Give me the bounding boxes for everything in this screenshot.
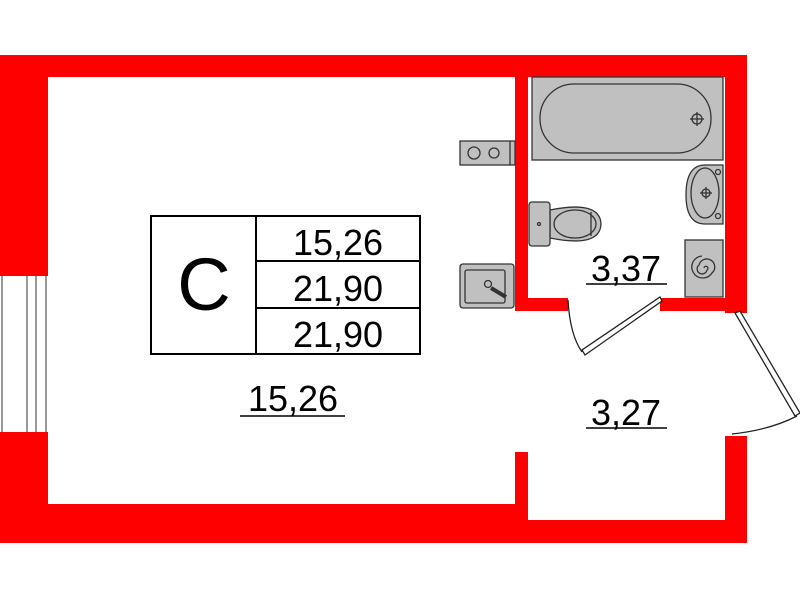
partition-wall-upper	[515, 55, 528, 311]
bathroom-bottom-wall-right	[660, 298, 747, 311]
bathroom-area-label: 3,37	[591, 248, 661, 289]
drain-icon	[690, 112, 704, 126]
bathroom-sink	[685, 164, 724, 225]
left-wall-upper	[0, 55, 48, 276]
kitchen-sink	[459, 263, 515, 309]
bottom-wall-right	[515, 520, 747, 543]
living-area-value: 15,26	[293, 222, 383, 263]
total-area-with-balcony-value: 21,90	[293, 314, 383, 355]
bottom-wall-left	[27, 504, 528, 543]
walls	[0, 55, 747, 543]
living-room-area-label: 15,26	[248, 378, 338, 419]
apartment-type-label: С	[177, 243, 230, 326]
hallway-area-label: 3,27	[591, 392, 661, 433]
bathroom-door[interactable]	[567, 296, 663, 356]
drain-icon	[700, 187, 712, 199]
top-wall	[0, 55, 747, 77]
total-area-value: 21,90	[293, 268, 383, 309]
window	[1, 276, 47, 432]
toilet	[528, 201, 602, 247]
stove	[459, 140, 516, 166]
bathtub	[531, 76, 724, 161]
partition-wall-lower	[515, 452, 528, 520]
washing-machine	[684, 239, 724, 298]
bathroom-right-wall	[725, 55, 747, 313]
right-wall-lower	[725, 436, 747, 543]
bathroom-bottom-wall-left	[515, 298, 568, 311]
apartment-info-table	[150, 215, 421, 355]
entrance-door[interactable]	[731, 310, 800, 435]
